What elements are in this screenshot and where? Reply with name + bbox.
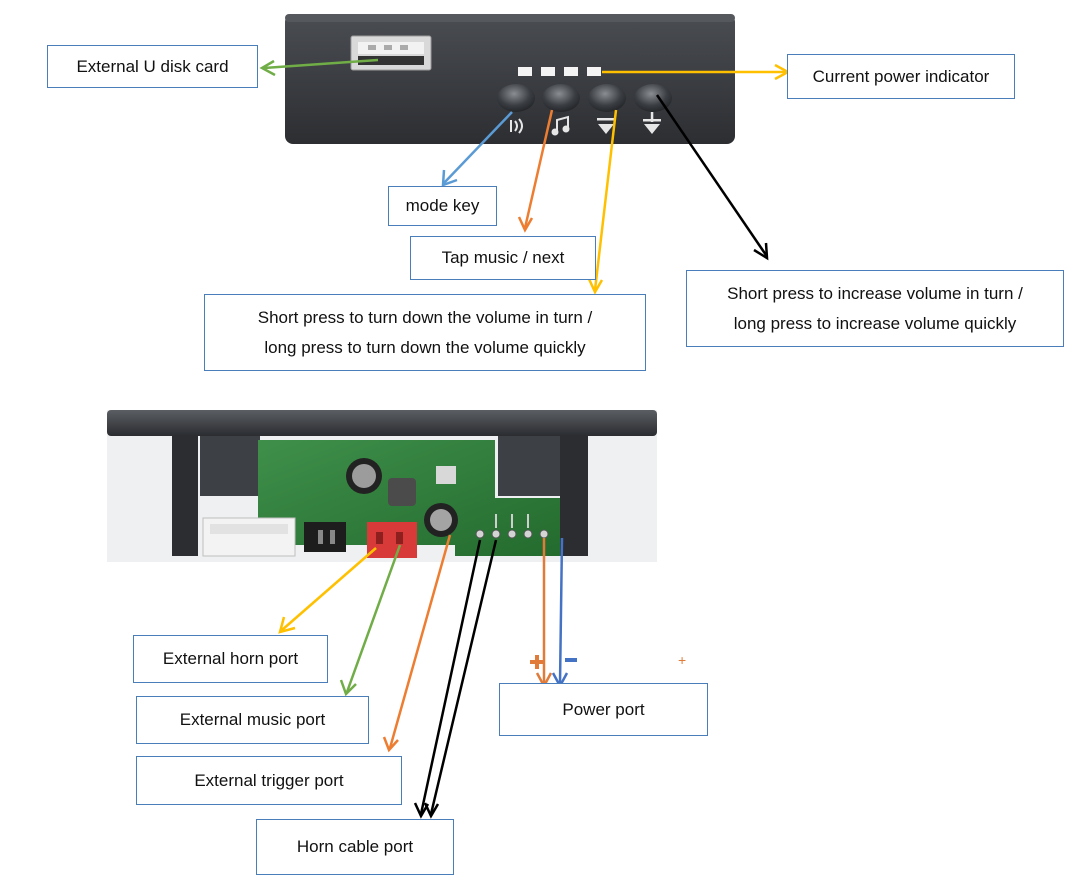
arrow-music-port [339,544,402,697]
mode-key-label-text: mode key [405,196,480,215]
mode-button [497,84,535,112]
arrow-horn-port [278,547,377,634]
mode-key-label: mode key [388,186,497,226]
plus-note: + [678,652,687,668]
volume-up-icon [643,112,661,134]
volume-down-icon [597,118,615,134]
power-port-label: Power port [499,683,708,736]
bluetooth-mode-icon [510,118,523,134]
next-button [542,84,580,112]
volume-down-label-line2: long press to turn down the volume quick… [264,337,586,357]
trigger-port-label: External trigger port [136,756,402,805]
front-panel [285,14,735,144]
arrow-volume-down [587,109,618,295]
volume-up-label: Short press to increase volume in turn /… [686,270,1064,347]
volume-down-label: Short press to turn down the volume in t… [204,294,646,371]
music-port-label-text: External music port [179,710,326,729]
power-indicator-label: Current power indicator [787,54,1015,99]
arrow-tap-music [517,109,554,233]
horn-port-label: External horn port [133,635,328,683]
arrow-trigger-port [382,534,452,753]
tap-music-label: Tap music / next [410,236,596,280]
arrow-volume-up [655,94,769,261]
arrow-usb [259,58,379,77]
music-port-label: External music port [136,696,369,744]
horn-cable-port-label: Horn cable port [256,819,454,875]
trigger-port-label-text: External trigger port [194,770,344,790]
pcb-view [107,410,657,562]
usb-port-icon [350,35,432,71]
music-note-icon [551,115,570,136]
arrow-mode-key [441,111,513,187]
volume-down-label-line1: Short press to turn down the volume in t… [257,307,593,327]
arrow-horn-cable [413,539,498,819]
power-indicator-label-text: Current power indicator [812,66,990,86]
negative-mark-icon [565,658,577,662]
usb-label: External U disk card [47,45,258,88]
power-port-label-text: Power port [562,699,645,719]
led-indicators [518,67,601,76]
horn-port-label-text: External horn port [162,649,299,668]
tap-music-label-text: Tap music / next [441,248,565,267]
horn-cable-port-label-text: Horn cable port [296,837,414,856]
positive-mark-icon [530,655,544,669]
volume-down-button [588,84,626,112]
usb-label-text: External U disk card [76,56,229,76]
volume-up-label-line2: long press to increase volume quickly [733,313,1017,333]
volume-up-label-line1: Short press to increase volume in turn / [727,283,1023,303]
